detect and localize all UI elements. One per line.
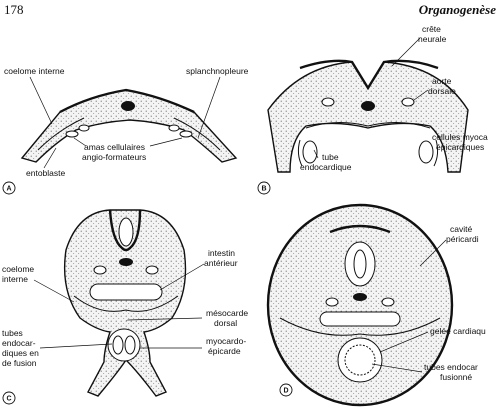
panel-c-tube-right <box>124 335 136 355</box>
panel-a-angio-cell-left <box>65 130 79 138</box>
label-tube-line1: tube <box>322 152 339 162</box>
page-number: 178 <box>4 2 24 17</box>
panel-a-letter-circle <box>2 181 16 195</box>
running-title: Organogenèse <box>418 2 496 17</box>
panel-b-aorta-left <box>321 97 335 107</box>
panel-c-foregut <box>89 283 163 301</box>
label-tubes-c-line4: de fusion <box>2 358 37 368</box>
panel-b-notochord <box>361 101 375 111</box>
panel-d-aorta-left <box>325 297 339 307</box>
label-coelome-c-line2: interne <box>2 274 28 284</box>
label-mesocarde-line1: mésocarde <box>206 308 248 318</box>
label-tube-line2: endocardique <box>300 162 352 172</box>
panel-a: coelome interne splanchnopleure amas cel… <box>2 66 249 195</box>
panel-b: crête neurale aorte dorsale cellules myo… <box>257 24 488 195</box>
panel-c-aorta-left <box>93 265 107 275</box>
label-myocarde-line2: épicarde <box>208 346 241 356</box>
panel-d: cavité péricardi gelée cardiaqu tubes en… <box>266 203 486 407</box>
label-coelome-c-line1: coelome <box>2 264 34 274</box>
panel-d-neural-lumen <box>353 249 367 279</box>
panel-b-foregut <box>305 122 431 129</box>
panel-a-coelom-left <box>37 117 85 151</box>
label-tubes-d-line2: fusionné <box>440 372 472 382</box>
label-tubes-c-line1: tubes <box>2 328 23 338</box>
panel-b-aorta-right <box>401 97 415 107</box>
label-tubes-d-line1: tubes endocar <box>424 362 478 372</box>
label-tubes-c-line3: diques en <box>2 348 39 358</box>
label-amas-line2: angio-formateurs <box>82 152 146 162</box>
panel-a-notochord <box>121 101 135 111</box>
label-cavite-line2: péricardi <box>446 234 479 244</box>
panel-d-neural-crest <box>329 224 391 234</box>
panel-a-coelom-right <box>173 117 221 151</box>
label-crete-line2: neurale <box>418 34 447 44</box>
panel-c-neural-lumen <box>118 217 134 247</box>
panel-d-aorta-right <box>381 297 395 307</box>
panel-d-notochord <box>353 293 367 301</box>
panel-b-tube-left <box>302 140 318 164</box>
panel-a-ectoderm <box>59 88 195 114</box>
label-cavite-line1: cavité <box>450 224 472 234</box>
label-crete-line1: crête <box>422 24 441 34</box>
panel-b-neural-fold <box>299 59 439 91</box>
panel-d-letter-circle <box>279 383 293 397</box>
label-cellules-line1: cellules myoca <box>432 132 488 142</box>
panel-c-letter-circle <box>2 391 16 405</box>
panel-c-letter: C <box>6 396 11 403</box>
panel-c-aorta-right <box>145 265 159 275</box>
label-aorte-line1: aorte <box>432 76 452 86</box>
panel-a-angio-cell-left-2 <box>78 124 90 132</box>
panel-d-letter: D <box>283 388 288 395</box>
label-aorte-line2: dorsale <box>428 86 456 96</box>
label-mesocarde-line2: dorsal <box>214 318 237 328</box>
label-intestin-line1: intestin <box>208 248 235 258</box>
label-entoblaste: entoblaste <box>26 168 65 178</box>
panel-b-tube-right <box>418 140 434 164</box>
panel-a-angio-cell-right-2 <box>168 124 180 132</box>
panel-b-letter: B <box>261 186 266 193</box>
panel-c-notochord <box>119 258 133 266</box>
label-intestin-line2: antérieur <box>204 258 238 268</box>
panel-b-letter-circle <box>257 181 271 195</box>
panel-a-angio-cell-right <box>179 130 193 138</box>
panel-c-tube-left <box>112 335 124 355</box>
label-amas-line1: amas cellulaires <box>84 142 145 152</box>
label-myocarde-line1: myocardo- <box>206 336 246 346</box>
label-tubes-c-line2: endocar- <box>2 338 36 348</box>
panel-b-embryo <box>267 61 469 173</box>
panel-d-foregut <box>319 311 401 327</box>
panel-a-letter: A <box>6 186 11 193</box>
label-cellules-line2: épicardiques <box>436 142 484 152</box>
panel-d-heart-inner <box>344 344 376 376</box>
label-coelome-interne-a: coelome interne <box>4 66 65 76</box>
label-splanchnopleure: splanchnopleure <box>186 66 249 76</box>
panel-c: coelome interne intestin antérieur mésoc… <box>2 209 248 405</box>
panel-c-neural-tube <box>108 209 142 252</box>
label-gelee: gelée cardiaqu <box>430 326 486 336</box>
